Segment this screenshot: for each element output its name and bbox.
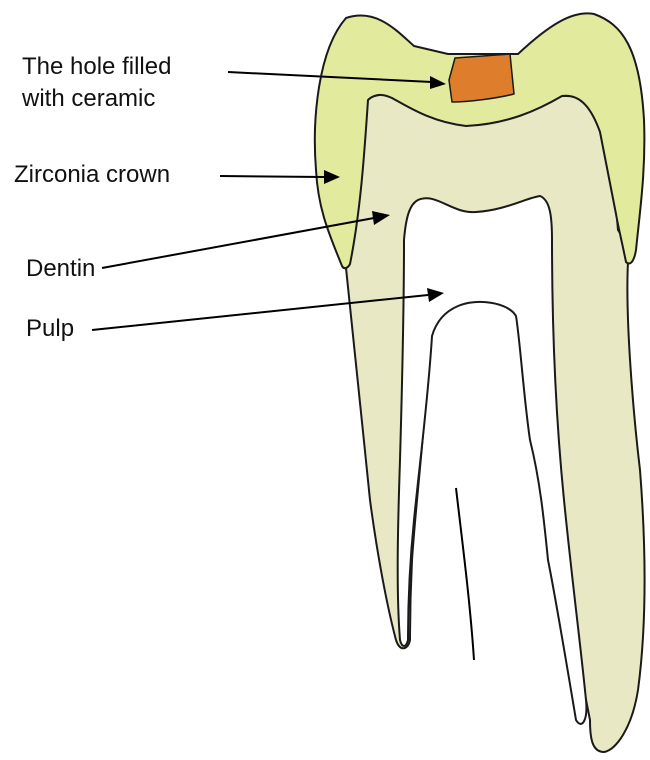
crown-label: Zirconia crown xyxy=(14,161,170,188)
pulp-label: Pulp xyxy=(26,315,74,342)
ceramic-filling xyxy=(449,54,514,102)
filling-label-line2: with ceramic xyxy=(21,85,155,112)
root-division-line xyxy=(456,488,474,660)
dentin-label: Dentin xyxy=(26,255,95,282)
dentin-region xyxy=(346,93,645,752)
filling-label-line1: The hole filled xyxy=(22,53,171,80)
crown-leader-line xyxy=(220,176,324,177)
